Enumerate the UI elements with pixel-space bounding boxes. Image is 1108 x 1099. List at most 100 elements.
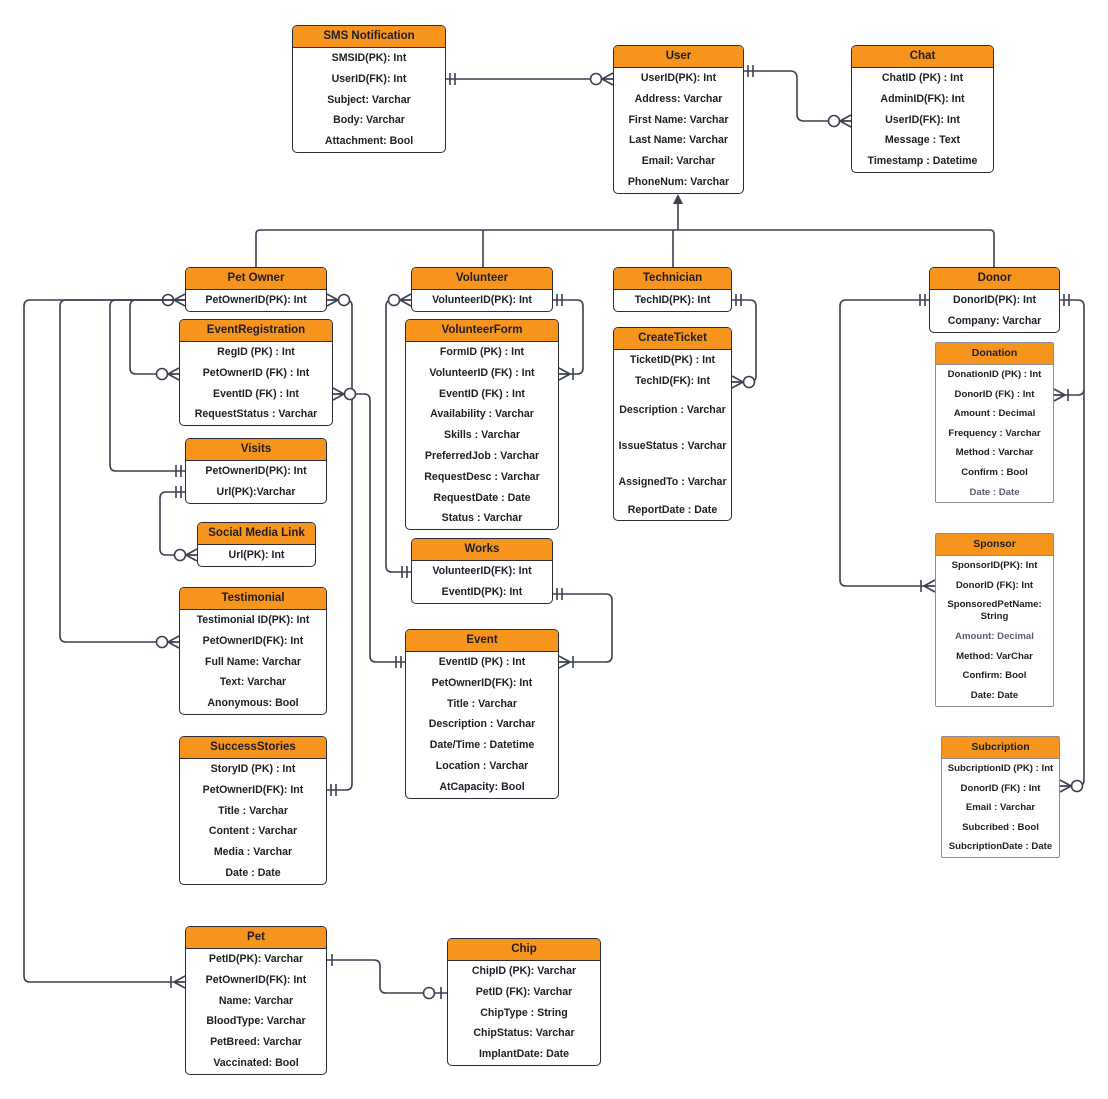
entity-title: Volunteer bbox=[412, 268, 552, 290]
entity-field: Skills : Varchar bbox=[444, 429, 520, 442]
optional-marker bbox=[589, 72, 603, 86]
entity-field: Content : Varchar bbox=[208, 825, 298, 838]
entity-field: Url(PK): Int bbox=[228, 549, 285, 561]
entity-field: ChipStatus: Varchar bbox=[473, 1027, 575, 1040]
one-marker bbox=[449, 73, 456, 85]
entity-title: SuccessStories bbox=[180, 737, 326, 759]
entity-field: SubcriptionID (PK) : Int bbox=[947, 763, 1054, 774]
entity-title: SMS Notification bbox=[293, 26, 445, 48]
relationship-line bbox=[1060, 390, 1085, 787]
relationship-line bbox=[732, 299, 757, 383]
many-marker bbox=[173, 975, 186, 989]
entity-field: PetID(PK): Varchar bbox=[208, 953, 304, 965]
entity-field: Date : Date bbox=[225, 866, 281, 879]
entity-field: Last Name: Varchar bbox=[629, 134, 728, 147]
optional-marker bbox=[1070, 779, 1084, 793]
entity-field: Amount: Decimal bbox=[955, 631, 1034, 643]
entity-field: ReportDate : Date bbox=[627, 503, 718, 516]
optional-marker bbox=[827, 114, 841, 128]
entity-field: PetOwnerID(FK): Int bbox=[202, 634, 304, 647]
entity-field: PetOwnerID(FK): Int bbox=[205, 973, 307, 986]
entity-field: Location : Varchar bbox=[435, 759, 529, 772]
optional-marker bbox=[337, 293, 351, 307]
one-marker bbox=[330, 784, 337, 796]
entity-title: User bbox=[614, 46, 743, 68]
relationship-line bbox=[327, 959, 447, 994]
entity-field: Title : Varchar bbox=[447, 697, 517, 710]
entity-title: Works bbox=[412, 539, 552, 561]
entity-field: BloodType: Varchar bbox=[206, 1015, 306, 1028]
many-marker bbox=[332, 387, 345, 401]
entity-field: Title : Varchar bbox=[218, 804, 288, 817]
inheritance-line bbox=[255, 229, 995, 267]
many-marker bbox=[601, 72, 614, 86]
one-marker bbox=[735, 294, 742, 306]
entity-field: StoryID (PK) : Int bbox=[210, 763, 296, 775]
entity-title: Subcription bbox=[942, 737, 1059, 759]
entity-field: AdminID(FK): Int bbox=[880, 92, 965, 105]
entity-field: EventID(PK): Int bbox=[441, 585, 523, 598]
entity-field: Date/Time : Datetime bbox=[429, 739, 535, 752]
entity-field: Timestamp : Datetime bbox=[867, 155, 978, 168]
entity-field: DonorID (FK) : Int bbox=[960, 782, 1041, 794]
entity-field: IssueStatus : Varchar bbox=[618, 439, 727, 452]
inheritance-line bbox=[482, 230, 674, 267]
entity-field: PetOwnerID(PK): Int bbox=[205, 294, 307, 306]
entity-field: SubcriptionDate : Date bbox=[948, 841, 1053, 853]
entity-field: SponsoredPetName: String bbox=[947, 599, 1042, 623]
entity-field: PreferredJob : Varchar bbox=[424, 449, 540, 462]
one-marker bbox=[919, 294, 926, 306]
entity-field: Description : Varchar bbox=[428, 718, 536, 731]
entity-field: PetOwnerID(PK): Int bbox=[205, 465, 307, 477]
entity-field: RequestDesc : Varchar bbox=[424, 470, 540, 483]
entity-field: Description : Varchar bbox=[619, 403, 726, 416]
entity-field: Url(PK):Varchar bbox=[216, 485, 296, 498]
one-marker bbox=[556, 588, 563, 600]
entity-field: EventID (PK) : Int bbox=[438, 656, 526, 668]
entity-field: ChatID (PK) : Int bbox=[881, 72, 964, 84]
entity-field: Method : Varchar bbox=[955, 447, 1034, 459]
entity-field: Confirm : Bool bbox=[961, 466, 1028, 478]
entity-field: Text: Varchar bbox=[219, 676, 287, 689]
entity-field: DonorID (FK) : Int bbox=[954, 388, 1035, 400]
inheritance-arrow bbox=[673, 194, 683, 204]
entity-field: RequestDate : Date bbox=[433, 491, 531, 504]
entity-field: TicketID(PK) : Int bbox=[629, 354, 716, 366]
many-marker bbox=[731, 375, 744, 389]
entity-field: DonorID(PK): Int bbox=[953, 294, 1036, 306]
one-marker bbox=[747, 65, 754, 77]
entity-field: EventID (FK) : Int bbox=[213, 387, 299, 400]
entity-field: SponsorID(PK): Int bbox=[951, 560, 1038, 571]
relationship-line bbox=[553, 593, 613, 663]
entity-title: Chip bbox=[448, 939, 600, 961]
entity-field: PetOwnerID(FK): Int bbox=[431, 676, 533, 689]
relationship-line bbox=[744, 70, 851, 122]
entity-field: Status : Varchar bbox=[441, 512, 523, 525]
entity-title: Pet bbox=[186, 927, 326, 949]
entity-field: Amount : Decimal bbox=[953, 408, 1036, 420]
entity-field: UserID(FK): Int bbox=[331, 72, 407, 85]
many-marker bbox=[167, 635, 180, 649]
